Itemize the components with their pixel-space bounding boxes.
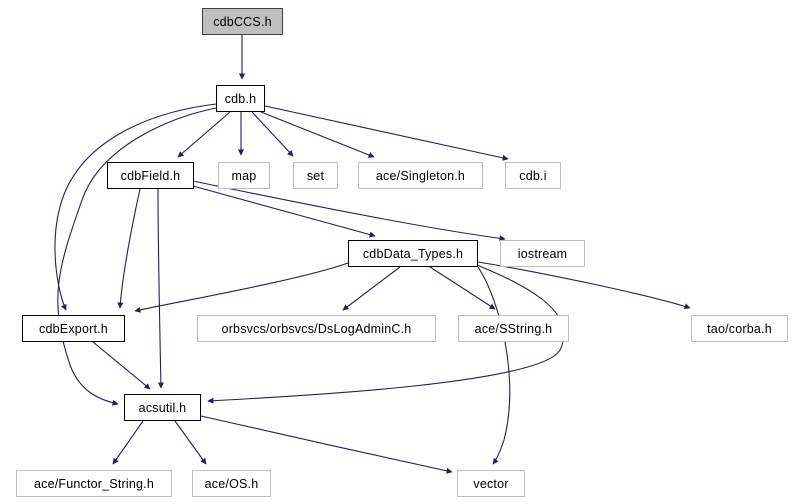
- node-label: vector: [473, 476, 509, 491]
- node-vector[interactable]: vector: [457, 470, 525, 497]
- edge-acsutil-to-vector: [200, 415, 453, 474]
- node-cdb[interactable]: cdb.h: [216, 85, 265, 112]
- edge-cdbField-to-cdbDataTypes: [192, 185, 376, 238]
- edge-cdbExport-to-acsutil: [92, 341, 151, 390]
- edge-cdbField-to-acsutil: [157, 188, 164, 389]
- edge-cdb-to-aceSingleton: [260, 111, 375, 158]
- edge-cdb-to-acsutil: [57, 107, 217, 406]
- node-label: cdb.h: [224, 91, 257, 106]
- node-map[interactable]: map: [218, 162, 270, 189]
- edge-acsutil-to-functorString: [112, 420, 144, 465]
- edge-cdb-to-cdbi: [264, 105, 509, 161]
- node-label: cdbCCS.h: [213, 14, 272, 29]
- edge-cdbField-to-cdbExport: [117, 188, 141, 309]
- node-label: acsutil.h: [138, 400, 187, 415]
- edge-cdbDataTypes-to-dslogadmin: [342, 266, 401, 311]
- edge-cdbDataTypes-to-acsutil: [207, 264, 565, 404]
- node-label: ace/Functor_String.h: [33, 476, 155, 491]
- node-set[interactable]: set: [293, 162, 338, 189]
- node-acsutil[interactable]: acsutil.h: [124, 394, 201, 421]
- edge-cdb-to-set: [251, 111, 294, 157]
- node-functorString[interactable]: ace/Functor_String.h: [16, 470, 172, 497]
- node-label: ace/SString.h: [474, 321, 553, 336]
- edge-cdbDataTypes-to-aceSString: [429, 266, 496, 310]
- node-iostream[interactable]: iostream: [500, 240, 585, 267]
- edge-cdbDataTypes-to-taocorba: [477, 261, 691, 310]
- node-label: ace/Singleton.h: [375, 168, 466, 183]
- edge-cdb-to-cdbField: [177, 111, 231, 158]
- node-label: ace/OS.h: [204, 476, 259, 491]
- node-label: tao/corba.h: [707, 321, 772, 336]
- node-cdbDataTypes[interactable]: cdbData_Types.h: [348, 240, 478, 267]
- node-label: cdb.i: [519, 168, 547, 183]
- node-label: cdbExport.h: [39, 321, 108, 336]
- node-taocorba[interactable]: tao/corba.h: [691, 315, 788, 342]
- node-label: iostream: [517, 246, 568, 261]
- node-cdbExport[interactable]: cdbExport.h: [22, 315, 125, 342]
- node-aceSString[interactable]: ace/SString.h: [458, 315, 569, 342]
- node-aceSingleton[interactable]: ace/Singleton.h: [358, 162, 483, 189]
- node-dslogadmin[interactable]: orbsvcs/orbsvcs/DsLogAdminC.h: [197, 315, 436, 342]
- node-label: map: [231, 168, 257, 183]
- node-label: orbsvcs/orbsvcs/DsLogAdminC.h: [221, 321, 412, 336]
- edge-acsutil-to-aceOS: [174, 420, 207, 465]
- node-label: set: [306, 168, 325, 183]
- edge-cdbDataTypes-to-cdbExport: [134, 262, 349, 313]
- node-label: cdbData_Types.h: [362, 246, 464, 261]
- node-label: cdbField.h: [120, 168, 181, 183]
- edge-cdb-to-cdbExport: [54, 103, 217, 311]
- edge-cdbField-to-iostream: [192, 180, 506, 242]
- node-cdbCCS[interactable]: cdbCCS.h: [202, 8, 283, 35]
- node-cdbi[interactable]: cdb.i: [505, 162, 561, 189]
- node-cdbField[interactable]: cdbField.h: [107, 162, 194, 189]
- node-aceOS[interactable]: ace/OS.h: [192, 470, 271, 497]
- edge-cdbDataTypes-to-vector: [477, 266, 511, 465]
